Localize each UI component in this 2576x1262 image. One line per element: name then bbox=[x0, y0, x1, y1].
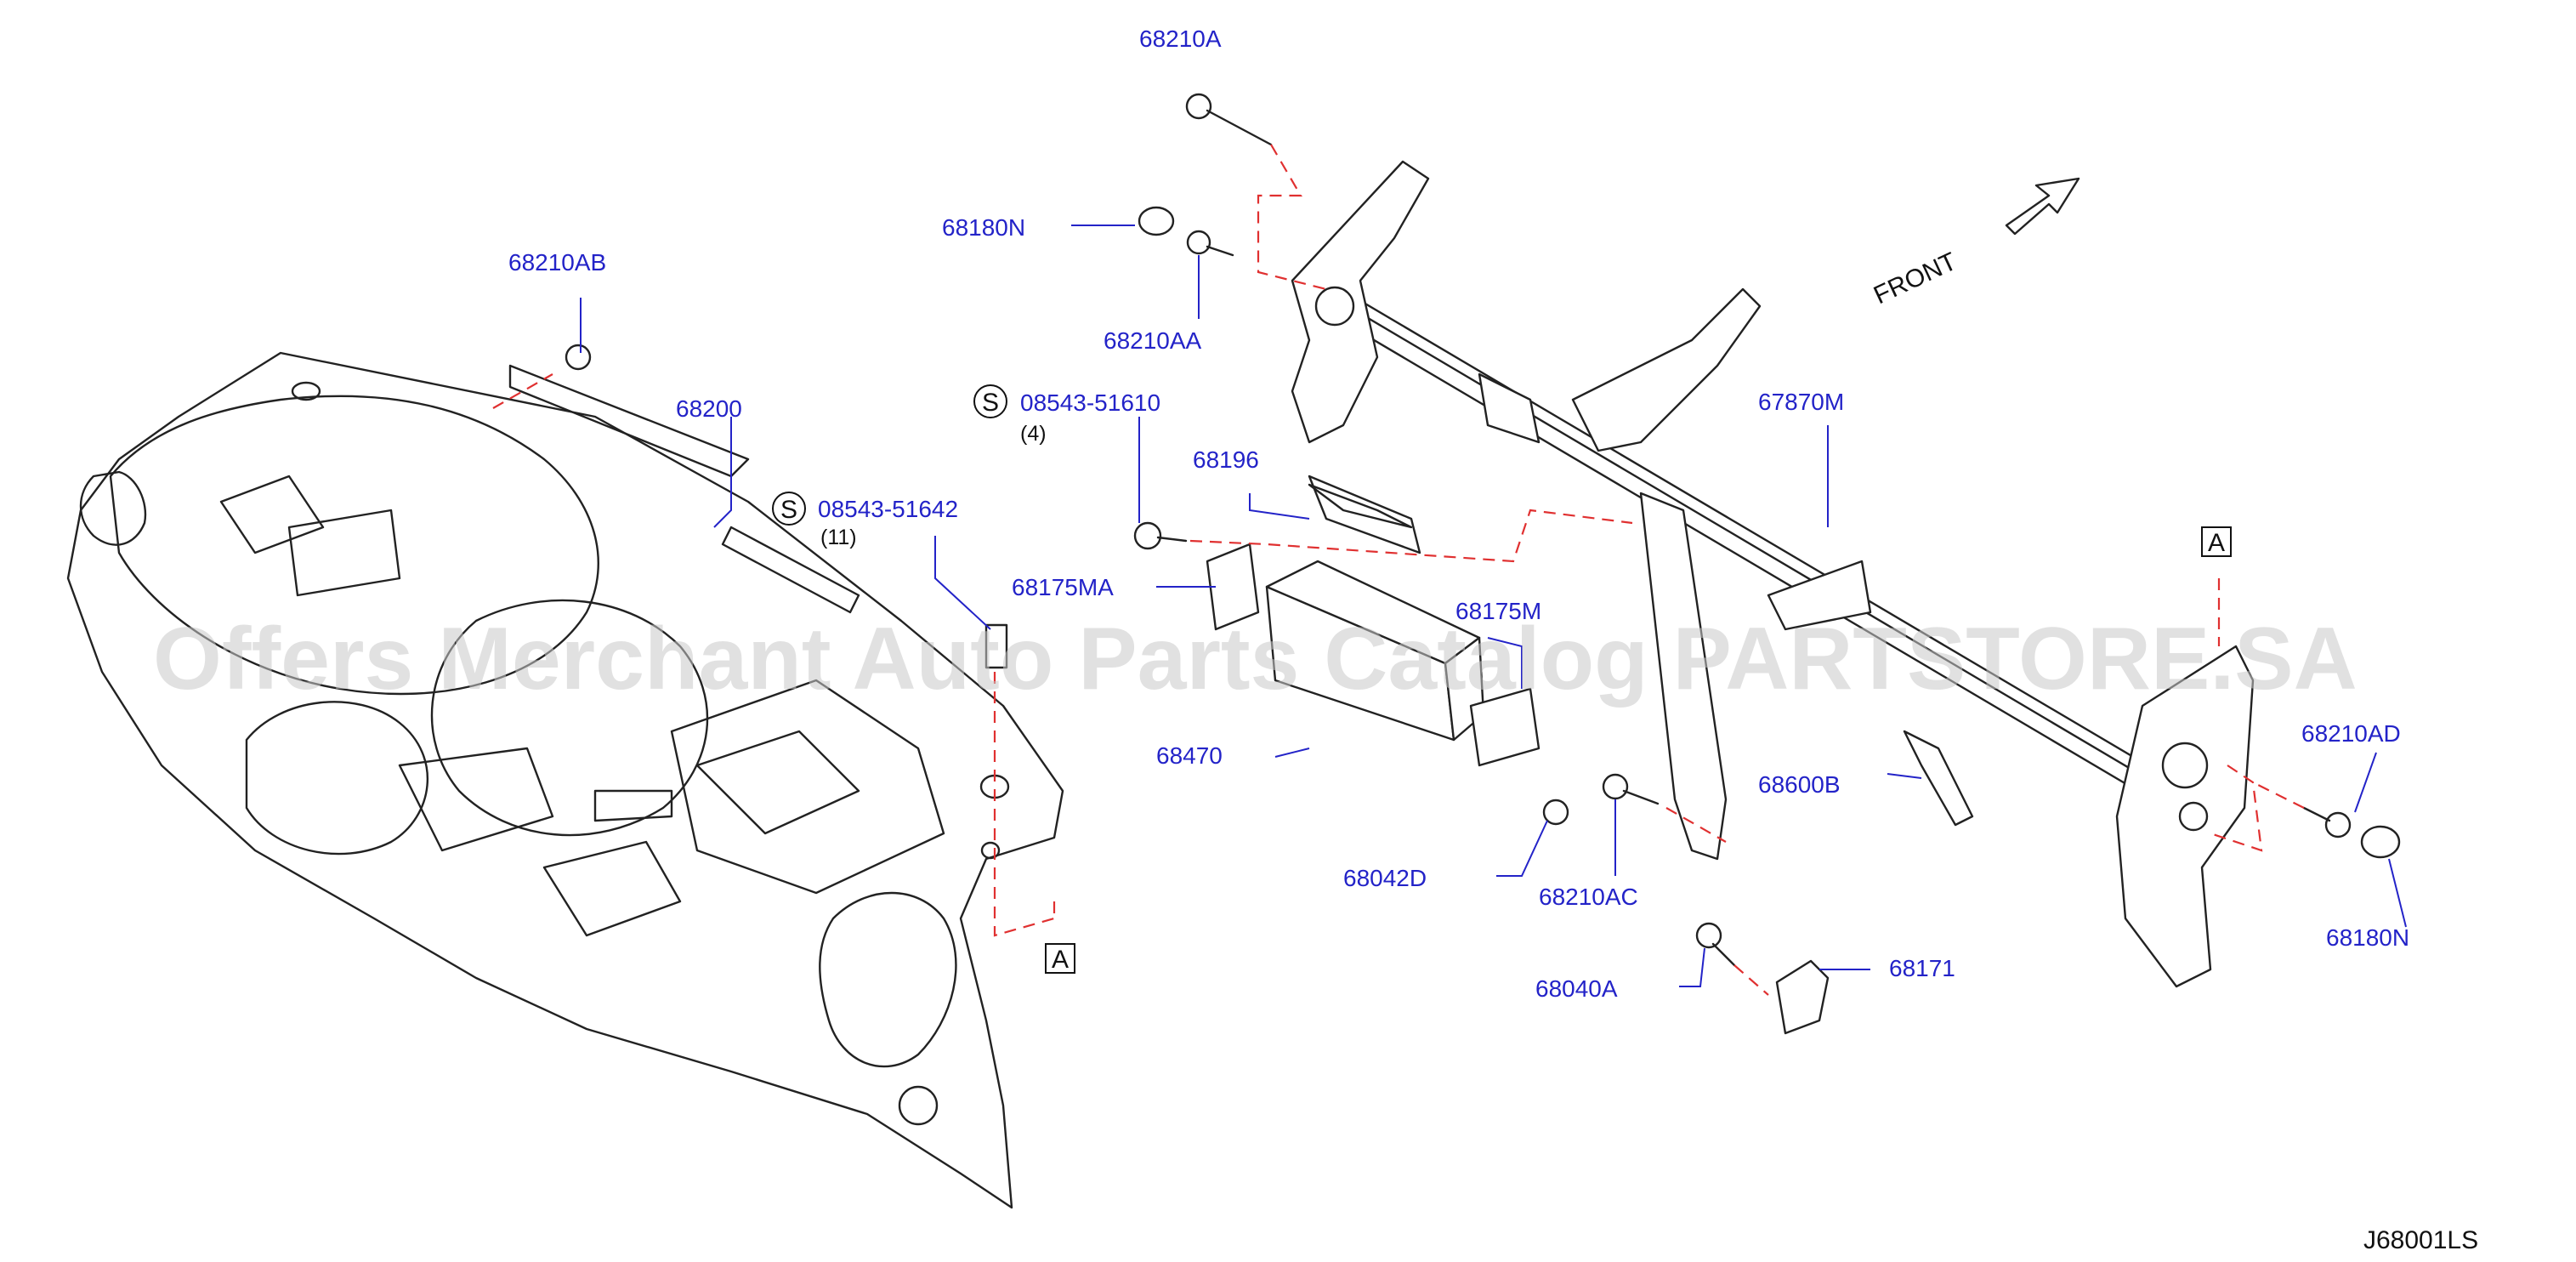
std-part-symbol-1-letter: S bbox=[982, 389, 999, 417]
label-08543-51642[interactable]: 08543-51642 bbox=[818, 496, 958, 522]
leader-lines bbox=[580, 225, 2407, 987]
diagram-code: J68001LS bbox=[2363, 1226, 2478, 1254]
qty-08543-51610: (4) bbox=[1020, 422, 1047, 446]
label-68040A[interactable]: 68040A bbox=[1535, 975, 1618, 1002]
ref-marker-right: A bbox=[2208, 529, 2225, 557]
front-direction-arrow bbox=[2005, 177, 2080, 236]
label-68171[interactable]: 68171 bbox=[1889, 955, 1955, 981]
fastener-drawings bbox=[565, 93, 2401, 1035]
label-68470[interactable]: 68470 bbox=[1156, 742, 1223, 769]
label-68210AA[interactable]: 68210AA bbox=[1104, 327, 1202, 354]
std-part-symbol-2 bbox=[772, 492, 806, 526]
alignment-dash-lines bbox=[492, 144, 2305, 996]
label-68175MA[interactable]: 68175MA bbox=[1012, 574, 1114, 600]
steering-member-drawing bbox=[1291, 160, 2255, 988]
passenger-airbag-drawing bbox=[1206, 483, 1540, 767]
label-68196[interactable]: 68196 bbox=[1193, 446, 1259, 473]
ref-marker-box-left bbox=[1045, 943, 1075, 974]
instrument-panel-drawing bbox=[66, 351, 1064, 1209]
front-label: FRONT bbox=[1870, 247, 1961, 310]
ref-marker-left: A bbox=[1052, 946, 1069, 974]
watermark: Offers Merchant Auto Parts Catalog PARTS… bbox=[153, 610, 2358, 708]
std-part-symbol-2-letter: S bbox=[780, 496, 797, 524]
label-68175M[interactable]: 68175M bbox=[1455, 598, 1541, 624]
label-68200[interactable]: 68200 bbox=[676, 395, 742, 422]
label-68210AB[interactable]: 68210AB bbox=[508, 249, 606, 276]
std-part-symbol-1 bbox=[973, 384, 1007, 418]
qty-08543-51642: (11) bbox=[820, 526, 857, 549]
label-68180N-bottom[interactable]: 68180N bbox=[2326, 924, 2409, 951]
label-67870M[interactable]: 67870M bbox=[1758, 389, 1844, 415]
label-68210A[interactable]: 68210A bbox=[1139, 26, 1222, 52]
label-68600B[interactable]: 68600B bbox=[1758, 771, 1841, 798]
label-68210AC[interactable]: 68210AC bbox=[1539, 884, 1638, 910]
label-08543-51610[interactable]: 08543-51610 bbox=[1020, 389, 1160, 416]
label-68042D[interactable]: 68042D bbox=[1343, 865, 1427, 891]
label-68210AD[interactable]: 68210AD bbox=[2301, 720, 2401, 747]
ref-marker-box-right bbox=[2201, 526, 2232, 557]
label-68180N-top[interactable]: 68180N bbox=[942, 214, 1025, 241]
